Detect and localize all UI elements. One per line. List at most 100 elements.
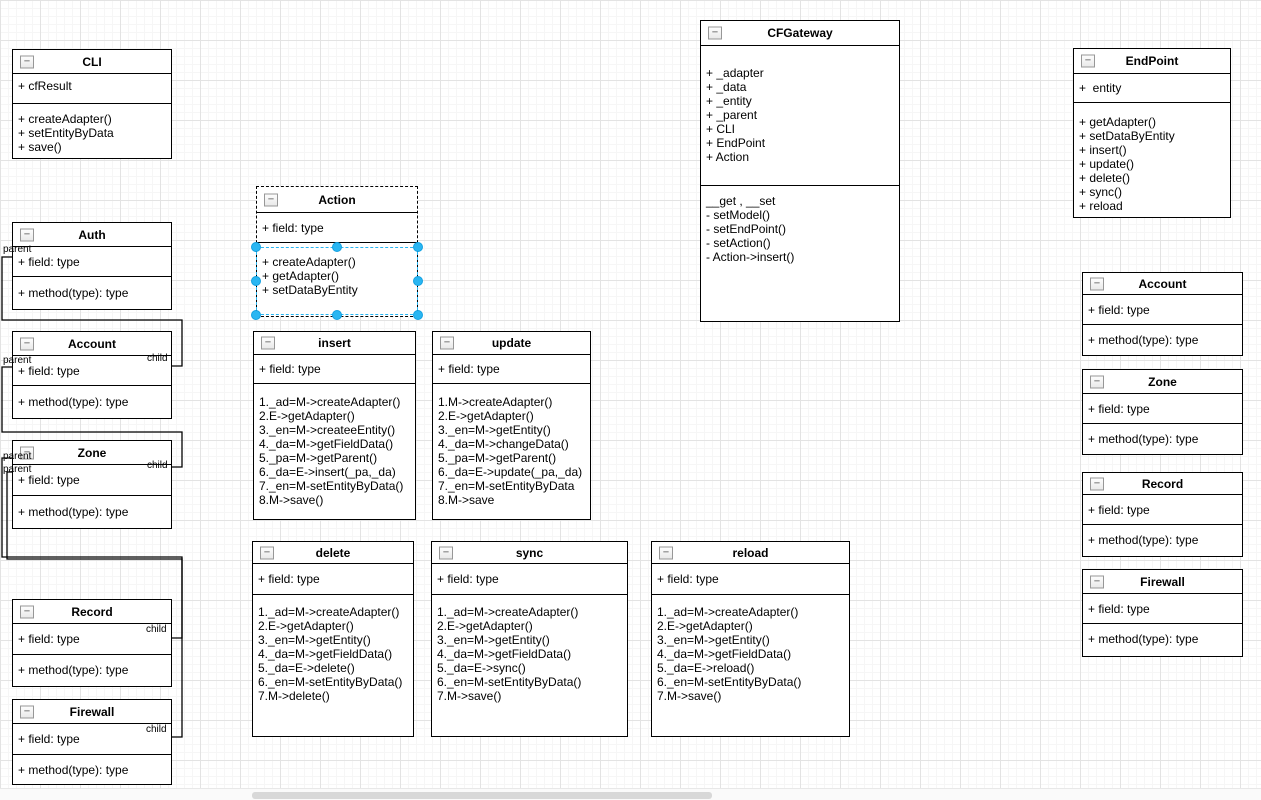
selection-handle[interactable] — [413, 242, 423, 252]
collapse-icon[interactable]: − — [1090, 575, 1104, 588]
class-fields-section[interactable]: + field: type — [1083, 594, 1242, 624]
class-fields-section[interactable]: + field: type — [13, 356, 171, 386]
class-fields-section[interactable]: + _adapter+ _data+ _entity+ _parent+ CLI… — [701, 46, 899, 186]
class-account-right[interactable]: −Account+ field: type+ method(type): typ… — [1082, 272, 1243, 356]
collapse-icon[interactable]: − — [1090, 477, 1104, 490]
class-account-left[interactable]: −Account+ field: type+ method(type): typ… — [12, 331, 172, 419]
class-fields-section[interactable]: + field: type — [13, 724, 171, 755]
collapse-icon[interactable]: − — [261, 336, 275, 350]
method-line: + setDataByEntity — [1079, 129, 1175, 143]
class-fields-section[interactable]: + field: type — [433, 355, 590, 384]
method-line: 7._en=M-setEntityByData() — [259, 479, 404, 493]
class-record-right[interactable]: −Record+ field: type+ method(type): type — [1082, 472, 1243, 557]
class-firewall-right[interactable]: −Firewall+ field: type+ method(type): ty… — [1082, 569, 1243, 657]
class-methods-section[interactable]: + getAdapter()+ setDataByEntity+ insert(… — [1074, 103, 1230, 217]
class-zone-right[interactable]: −Zone+ field: type+ method(type): type — [1082, 369, 1243, 455]
collapse-icon[interactable]: − — [1090, 375, 1104, 388]
class-methods-section[interactable]: + createAdapter()+ setEntityByData+ save… — [13, 104, 171, 158]
collapse-icon[interactable]: − — [440, 336, 454, 350]
class-methods-section[interactable]: + method(type): type — [13, 655, 171, 686]
class-cfgateway[interactable]: −CFGateway+ _adapter+ _data+ _entity+ _p… — [700, 20, 900, 322]
collapse-icon[interactable]: − — [1090, 277, 1104, 290]
field-line: + field: type — [18, 732, 80, 746]
edge-label-child: child — [147, 353, 168, 364]
collapse-icon[interactable]: − — [708, 26, 722, 40]
class-fields-section[interactable]: + field: type — [13, 247, 171, 277]
class-title-bar: −reload — [652, 542, 849, 564]
class-methods-section[interactable]: + method(type): type — [1083, 624, 1242, 656]
class-fields-section[interactable]: + field: type — [432, 564, 627, 595]
class-methods-section[interactable]: + method(type): type — [13, 386, 171, 418]
class-methods-section[interactable]: 1._ad=M->createAdapter()2.E->getAdapter(… — [253, 595, 413, 736]
collapse-icon[interactable]: − — [20, 705, 34, 718]
collapse-icon[interactable]: − — [20, 446, 34, 459]
collapse-icon[interactable]: − — [20, 228, 34, 241]
class-methods-section[interactable]: + method(type): type — [13, 277, 171, 309]
class-methods-section[interactable]: + method(type): type — [1083, 325, 1242, 355]
selection-handle[interactable] — [251, 242, 261, 252]
class-methods-section[interactable]: + method(type): type — [1083, 424, 1242, 454]
selection-handle[interactable] — [251, 310, 261, 320]
method-line: 6._da=E->insert(_pa,_da) — [259, 465, 396, 479]
method-line: - setEndPoint() — [706, 222, 787, 236]
class-methods-section[interactable]: + method(type): type — [13, 755, 171, 784]
method-line: + delete() — [1079, 171, 1131, 185]
class-fields-section[interactable]: + field: type — [1083, 495, 1242, 525]
class-fields-section[interactable]: + field: type — [253, 564, 413, 595]
class-methods-section[interactable]: 1._ad=M->createAdapter()2.E->getAdapter(… — [254, 384, 415, 519]
collapse-icon[interactable]: − — [1081, 54, 1095, 68]
class-firewall-left[interactable]: −Firewall+ field: type+ method(type): ty… — [12, 699, 172, 785]
method-line: 1.M->createAdapter() — [438, 395, 553, 409]
class-methods-section[interactable]: 1._ad=M->createAdapter()2.E->getAdapter(… — [652, 595, 849, 736]
selection-handle[interactable] — [332, 242, 342, 252]
class-cli[interactable]: −CLI+ cfResult+ createAdapter()+ setEnti… — [12, 49, 172, 159]
class-methods-section[interactable]: 1.M->createAdapter()2.E->getAdapter()3._… — [433, 384, 590, 519]
class-methods-section[interactable]: + method(type): type — [13, 496, 171, 528]
class-methods-section[interactable]: 1._ad=M->createAdapter()2.E->getAdapter(… — [432, 595, 627, 736]
class-fields-section[interactable]: + field: type — [1083, 394, 1242, 424]
class-methods-section[interactable]: + method(type): type — [1083, 525, 1242, 556]
field-line: + field: type — [437, 572, 499, 586]
method-line: 6._en=M-setEntityByData() — [437, 675, 582, 689]
collapse-icon[interactable]: − — [264, 193, 278, 206]
class-fields-section[interactable]: + field: type — [1083, 295, 1242, 325]
method-line: 4._da=M->getFieldData() — [258, 647, 393, 661]
class-endpoint[interactable]: −EndPoint+ entity+ getAdapter()+ setData… — [1073, 48, 1231, 218]
class-fields-section[interactable]: + field: type — [257, 213, 417, 243]
horizontal-scrollbar-thumb[interactable] — [252, 792, 712, 799]
collapse-icon[interactable]: − — [260, 546, 274, 559]
class-fields-section[interactable]: + field: type — [13, 465, 171, 496]
field-line: + field: type — [18, 364, 80, 378]
method-line: 2.E->getAdapter() — [657, 619, 753, 633]
class-methods-section[interactable]: __get , __set- setModel()- setEndPoint()… — [701, 186, 899, 321]
class-fields-section[interactable]: + cfResult — [13, 74, 171, 104]
selection-handle[interactable] — [251, 276, 261, 286]
collapse-icon[interactable]: − — [20, 55, 34, 68]
class-zone-left[interactable]: −Zone+ field: type+ method(type): type — [12, 440, 172, 529]
collapse-icon[interactable]: − — [20, 605, 34, 618]
class-methods-section[interactable]: + createAdapter()+ getAdapter()+ setData… — [257, 243, 417, 316]
class-fields-section[interactable]: + entity — [1074, 74, 1230, 103]
collapse-icon[interactable]: − — [439, 546, 453, 559]
selection-handle[interactable] — [413, 310, 423, 320]
horizontal-scrollbar-track[interactable] — [0, 788, 1261, 800]
method-line: 1._ad=M->createAdapter() — [259, 395, 401, 409]
method-line: 1._ad=M->createAdapter() — [258, 605, 400, 619]
class-auth[interactable]: −Auth+ field: type+ method(type): type — [12, 222, 172, 310]
selection-handle[interactable] — [332, 310, 342, 320]
class-record-left[interactable]: −Record+ field: type+ method(type): type — [12, 599, 172, 687]
collapse-icon[interactable]: − — [659, 546, 673, 559]
class-title-bar: −Zone — [13, 441, 171, 465]
selection-handle[interactable] — [413, 276, 423, 286]
collapse-icon[interactable]: − — [20, 337, 34, 350]
edge-label-parent: parent — [3, 464, 32, 475]
class-fields-section[interactable]: + field: type — [652, 564, 849, 595]
class-fields-section[interactable]: + field: type — [13, 624, 171, 655]
class-fields-section[interactable]: + field: type — [254, 355, 415, 384]
